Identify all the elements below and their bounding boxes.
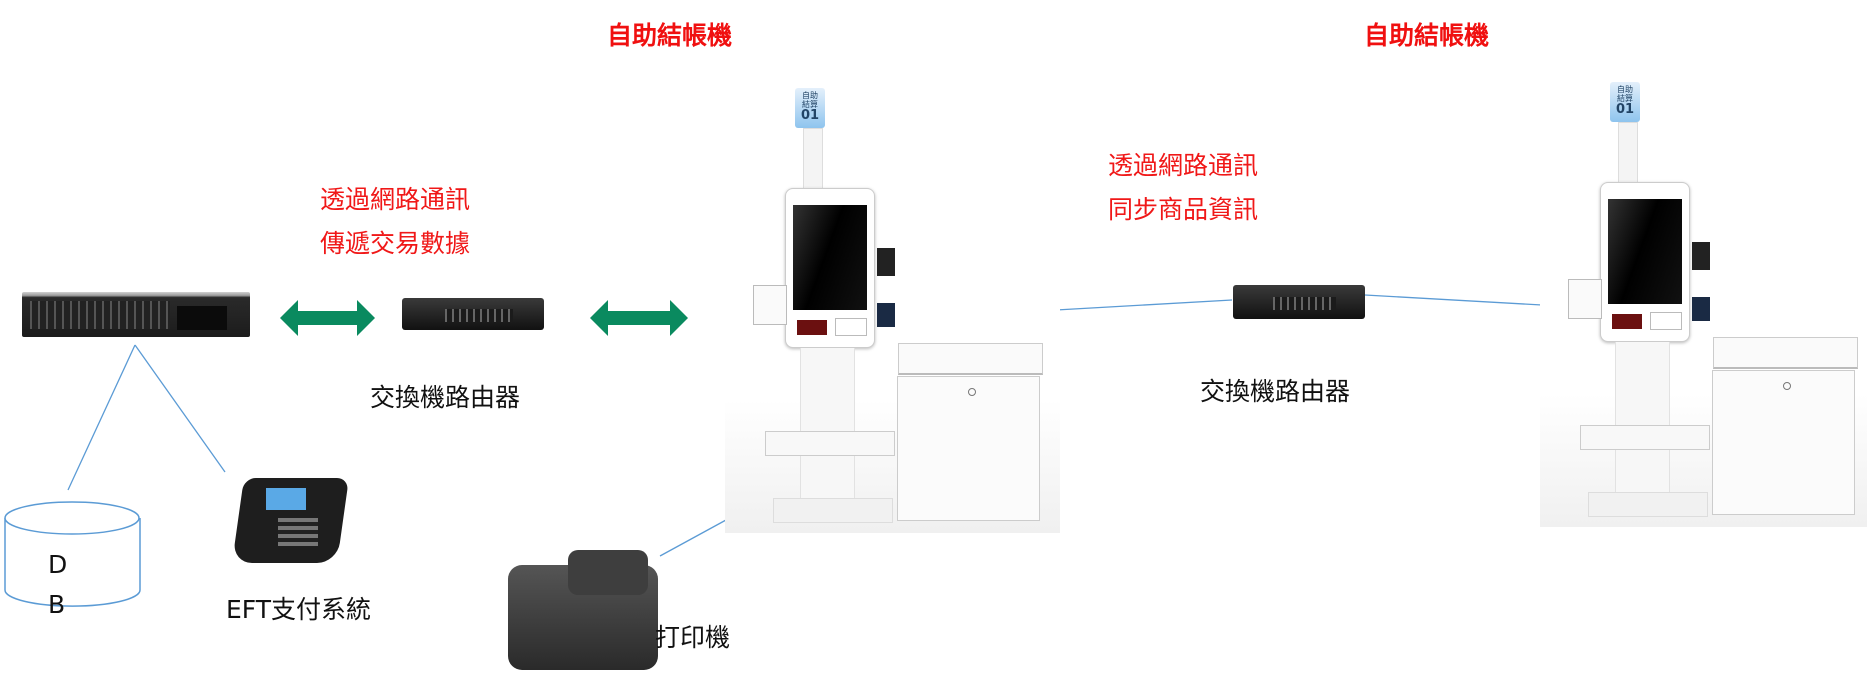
link-right-caption: 透過網路通訊 同步商品資訊 bbox=[1068, 144, 1298, 232]
db-letter: B bbox=[48, 590, 66, 619]
kiosk-left-title: 自助結帳機 bbox=[607, 21, 733, 50]
caption-line: 同步商品資訊 bbox=[1107, 195, 1258, 224]
kiosk-screen bbox=[793, 205, 867, 310]
caption-line: 傳遞交易數據 bbox=[319, 229, 470, 258]
switch-left-label: 交換機路由器 bbox=[370, 383, 521, 412]
double-arrow-right bbox=[590, 300, 688, 336]
switch-kiosk-line bbox=[1364, 294, 1543, 306]
printer-kiosk-line bbox=[659, 519, 727, 557]
caption-line: 透過網路通訊 bbox=[319, 185, 470, 214]
switch-router-right bbox=[1233, 285, 1365, 319]
eft-label: EFT支付系統 bbox=[226, 595, 372, 624]
database-cylinder bbox=[4, 501, 141, 607]
kiosk-screen bbox=[1608, 199, 1682, 304]
switch-router-left bbox=[402, 298, 544, 330]
db-letter: D bbox=[48, 550, 68, 579]
double-arrow-left bbox=[280, 300, 375, 336]
eft-terminal bbox=[232, 478, 349, 563]
link-left-caption: 透過網路通訊 傳遞交易數據 bbox=[310, 178, 480, 266]
server-eft-line bbox=[134, 344, 226, 473]
printer bbox=[508, 545, 660, 673]
kiosk-switch-line bbox=[1055, 299, 1233, 311]
switch-right-label: 交換機路由器 bbox=[1200, 377, 1351, 406]
server bbox=[22, 292, 250, 337]
printer-label: 打印機 bbox=[655, 623, 731, 652]
kiosk-right-title: 自助結帳機 bbox=[1364, 21, 1490, 50]
database-label: D B bbox=[48, 545, 67, 625]
server-db-line bbox=[67, 344, 136, 491]
caption-line: 透過網路通訊 bbox=[1107, 151, 1258, 180]
